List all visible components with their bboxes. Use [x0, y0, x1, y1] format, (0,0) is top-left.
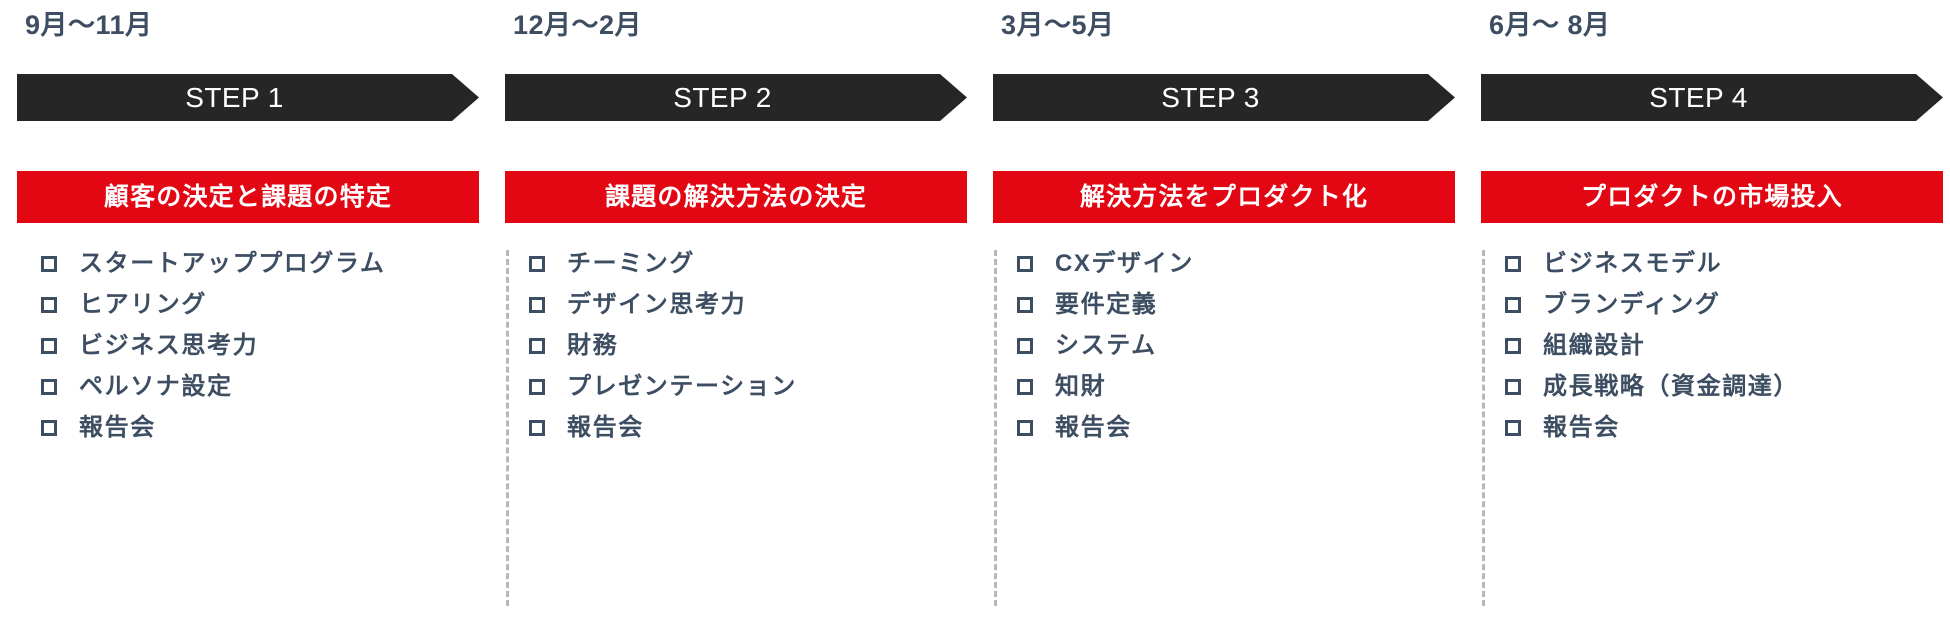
list-item[interactable]: 報告会	[529, 407, 969, 448]
checkbox-icon[interactable]	[41, 337, 57, 354]
list-item-label: スタートアッププログラム	[79, 249, 386, 277]
checkbox-icon[interactable]	[1505, 255, 1521, 272]
list-item-label: ビジネス思考力	[79, 331, 259, 359]
step-column-1: 9月〜11月 STEP 1 顧客の決定と課題の特定 スタートアッププログラム ヒ…	[17, 0, 479, 633]
list-item[interactable]: プレゼンテーション	[529, 366, 969, 407]
checkbox-icon[interactable]	[529, 378, 545, 395]
checkbox-icon[interactable]	[41, 296, 57, 313]
checkbox-icon[interactable]	[41, 378, 57, 395]
step-arrow-3: STEP 3	[993, 74, 1455, 121]
list-item-label: ヒアリング	[79, 290, 207, 318]
list-item-label: 報告会	[1543, 413, 1620, 441]
list-item[interactable]: 要件定義	[1017, 284, 1457, 325]
step-arrow-label-1: STEP 1	[185, 81, 284, 113]
list-item[interactable]: 組織設計	[1505, 325, 1945, 366]
checklist-1: スタートアッププログラム ヒアリング ビジネス思考力 ペルソナ設定 報告会	[41, 243, 481, 448]
step-arrow-label-4: STEP 4	[1649, 81, 1748, 113]
list-item[interactable]: 報告会	[41, 407, 481, 448]
list-item-label: デザイン思考力	[567, 290, 747, 318]
list-item[interactable]: スタートアッププログラム	[41, 243, 481, 284]
list-item[interactable]: ヒアリング	[41, 284, 481, 325]
date-range-label-2: 12月〜2月	[513, 10, 643, 40]
list-item[interactable]: 報告会	[1505, 407, 1945, 448]
list-item[interactable]: 成長戦略（資金調達）	[1505, 366, 1945, 407]
step-banner-2: 課題の解決方法の決定	[505, 171, 967, 223]
list-item[interactable]: 報告会	[1017, 407, 1457, 448]
date-range-label-3: 3月〜5月	[1001, 10, 1115, 40]
list-item-label: 報告会	[79, 413, 156, 441]
column-divider-3	[1482, 250, 1485, 606]
checklist-2: チーミング デザイン思考力 財務 プレゼンテーション 報告会	[529, 243, 969, 448]
step-column-4: 6月〜 8月 STEP 4 プロダクトの市場投入 ビジネスモデル ブランディング…	[1481, 0, 1943, 633]
checkbox-icon[interactable]	[1505, 337, 1521, 354]
date-range-label-4: 6月〜 8月	[1489, 10, 1611, 40]
step-arrow-label-2: STEP 2	[673, 81, 772, 113]
list-item-label: 財務	[567, 331, 619, 359]
checkbox-icon[interactable]	[529, 337, 545, 354]
step-column-2: 12月〜2月 STEP 2 課題の解決方法の決定 チーミング デザイン思考力 財…	[505, 0, 967, 633]
step-banner-title-1: 顧客の決定と課題の特定	[103, 182, 393, 211]
step-arrow-label-3: STEP 3	[1161, 81, 1260, 113]
list-item-label: チーミング	[567, 249, 695, 277]
list-item[interactable]: ブランディング	[1505, 284, 1945, 325]
list-item-label: 組織設計	[1543, 331, 1646, 359]
step-arrow-1: STEP 1	[17, 74, 479, 121]
list-item[interactable]: CXデザイン	[1017, 243, 1457, 284]
list-item-label: プレゼンテーション	[567, 372, 797, 400]
checkbox-icon[interactable]	[1505, 296, 1521, 313]
date-range-label-1: 9月〜11月	[25, 10, 153, 40]
checkbox-icon[interactable]	[1505, 419, 1521, 436]
list-item-label: システム	[1055, 331, 1157, 359]
list-item[interactable]: 知財	[1017, 366, 1457, 407]
step-banner-title-4: プロダクトの市場投入	[1580, 182, 1843, 211]
column-divider-1	[506, 250, 509, 606]
list-item-label: 要件定義	[1055, 290, 1158, 318]
checkbox-icon[interactable]	[529, 296, 545, 313]
list-item-label: CXデザイン	[1055, 249, 1194, 277]
checkbox-icon[interactable]	[1017, 378, 1033, 395]
step-column-3: 3月〜5月 STEP 3 解決方法をプロダクト化 CXデザイン 要件定義 システ…	[993, 0, 1455, 633]
list-item[interactable]: ビジネス思考力	[41, 325, 481, 366]
step-banner-title-3: 解決方法をプロダクト化	[1079, 182, 1369, 211]
checkbox-icon[interactable]	[41, 419, 57, 436]
list-item-label: ブランディング	[1543, 290, 1721, 318]
step-banner-3: 解決方法をプロダクト化	[993, 171, 1455, 223]
list-item-label: 知財	[1055, 372, 1107, 400]
checkbox-icon[interactable]	[41, 255, 57, 272]
list-item[interactable]: システム	[1017, 325, 1457, 366]
step-banner-title-2: 課題の解決方法の決定	[604, 182, 867, 211]
checklist-4: ビジネスモデル ブランディング 組織設計 成長戦略（資金調達） 報告会	[1505, 243, 1945, 448]
list-item-label: ペルソナ設定	[79, 372, 233, 400]
step-arrow-4: STEP 4	[1481, 74, 1943, 121]
checkbox-icon[interactable]	[529, 419, 545, 436]
list-item[interactable]: 財務	[529, 325, 969, 366]
step-arrow-2: STEP 2	[505, 74, 967, 121]
step-banner-4: プロダクトの市場投入	[1481, 171, 1943, 223]
list-item[interactable]: ビジネスモデル	[1505, 243, 1945, 284]
list-item[interactable]: デザイン思考力	[529, 284, 969, 325]
list-item-label: 報告会	[567, 413, 644, 441]
list-item-label: 成長戦略（資金調達）	[1543, 372, 1799, 400]
checklist-3: CXデザイン 要件定義 システム 知財 報告会	[1017, 243, 1457, 448]
checkbox-icon[interactable]	[529, 255, 545, 272]
column-divider-2	[994, 250, 997, 606]
list-item-label: 報告会	[1055, 413, 1132, 441]
checkbox-icon[interactable]	[1017, 337, 1033, 354]
list-item-label: ビジネスモデル	[1543, 249, 1723, 277]
checkbox-icon[interactable]	[1505, 378, 1521, 395]
checkbox-icon[interactable]	[1017, 296, 1033, 313]
checkbox-icon[interactable]	[1017, 255, 1033, 272]
list-item[interactable]: ペルソナ設定	[41, 366, 481, 407]
list-item[interactable]: チーミング	[529, 243, 969, 284]
checkbox-icon[interactable]	[1017, 419, 1033, 436]
step-banner-1: 顧客の決定と課題の特定	[17, 171, 479, 223]
